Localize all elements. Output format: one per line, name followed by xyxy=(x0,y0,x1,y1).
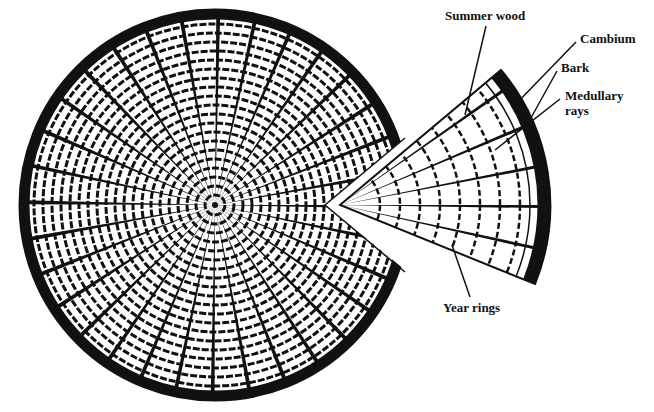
part-label: Medullary rays xyxy=(564,88,650,118)
part-label: Cambium xyxy=(579,31,637,46)
part-label: Summer wood xyxy=(444,8,526,23)
part-label: Year rings xyxy=(442,300,501,315)
wood-wedge xyxy=(136,1,560,409)
part-label: Bark xyxy=(560,60,590,75)
leader-line xyxy=(495,99,560,150)
leader-line xyxy=(452,245,470,297)
leader-line xyxy=(527,71,557,125)
wedge-outline xyxy=(340,70,550,284)
leader-line xyxy=(465,26,486,115)
